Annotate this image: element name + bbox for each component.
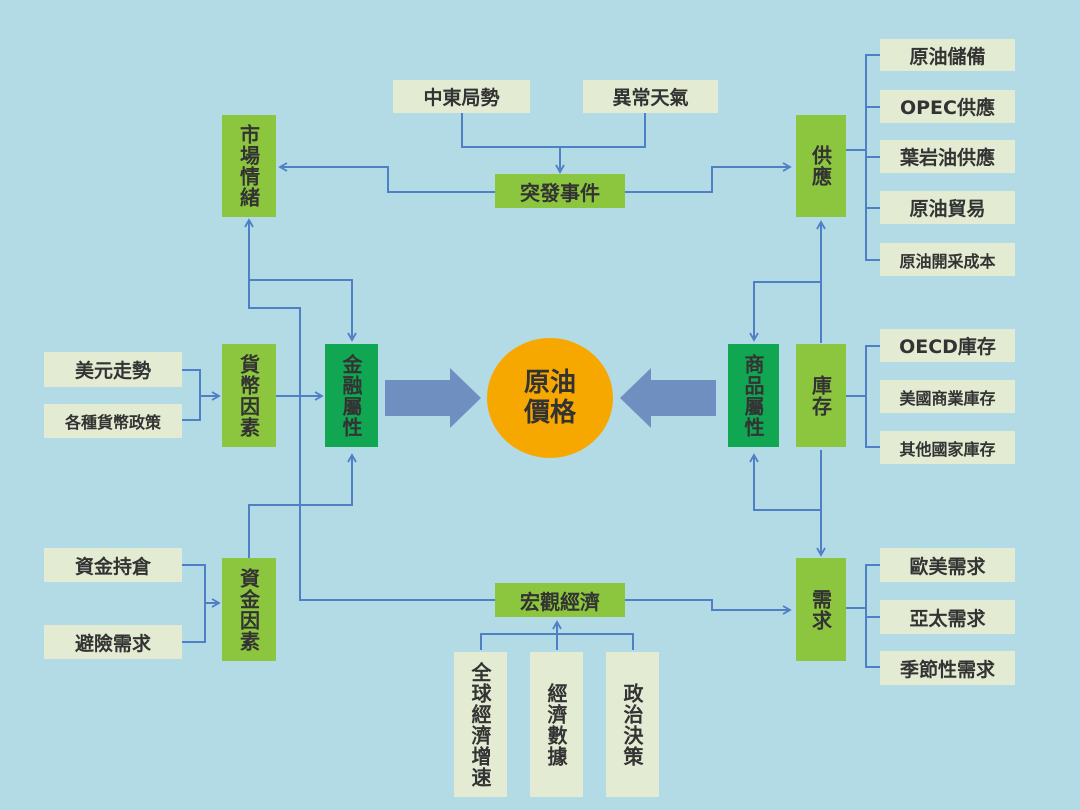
inventory-box: 庫存 <box>796 344 846 447</box>
middle-east-box: 中東局勢 <box>393 80 530 113</box>
us-stock-box: 美國商業庫存 <box>880 380 1015 413</box>
macro-box: 宏觀經濟 <box>495 583 625 617</box>
left-block-arrow <box>385 368 481 428</box>
positions-box: 資金持倉 <box>44 548 182 582</box>
commodity-attribute-box: 商品屬性 <box>728 344 779 447</box>
opec-box: OPEC供應 <box>880 90 1015 123</box>
right-block-arrow <box>620 368 716 428</box>
growth-box: 全球經濟增速 <box>454 652 507 797</box>
politics-box: 政治決策 <box>606 652 659 797</box>
usd-box: 美元走勢 <box>44 352 182 387</box>
line-group <box>182 54 880 668</box>
oil-price-circle: 原油價格 <box>487 338 613 458</box>
sentiment-box: 市場情緒 <box>222 115 276 217</box>
funds-box: 資金因素 <box>222 558 276 661</box>
supply-box: 供應 <box>796 115 846 217</box>
trade-box: 原油貿易 <box>880 191 1015 224</box>
west-demand-box: 歐美需求 <box>880 548 1015 582</box>
season-demand-box: 季節性需求 <box>880 651 1015 685</box>
other-stock-box: 其他國家庫存 <box>880 431 1015 464</box>
asia-demand-box: 亞太需求 <box>880 600 1015 634</box>
oil-price-label: 原油價格 <box>523 368 576 428</box>
weather-box: 異常天氣 <box>583 80 718 113</box>
demand-box: 需求 <box>796 558 846 661</box>
reserve-box: 原油儲備 <box>880 39 1015 71</box>
shale-box: 葉岩油供應 <box>880 140 1015 173</box>
events-box: 突發事件 <box>495 174 625 208</box>
econ-data-box: 經濟數據 <box>530 652 583 797</box>
hedge-box: 避險需求 <box>44 625 182 659</box>
financial-attribute-box: 金融屬性 <box>325 344 378 447</box>
oecd-box: OECD庫存 <box>880 329 1015 362</box>
cost-box: 原油開采成本 <box>880 243 1015 276</box>
currency-box: 貨幣因素 <box>222 344 276 447</box>
policy-box: 各種貨幣政策 <box>44 404 182 438</box>
